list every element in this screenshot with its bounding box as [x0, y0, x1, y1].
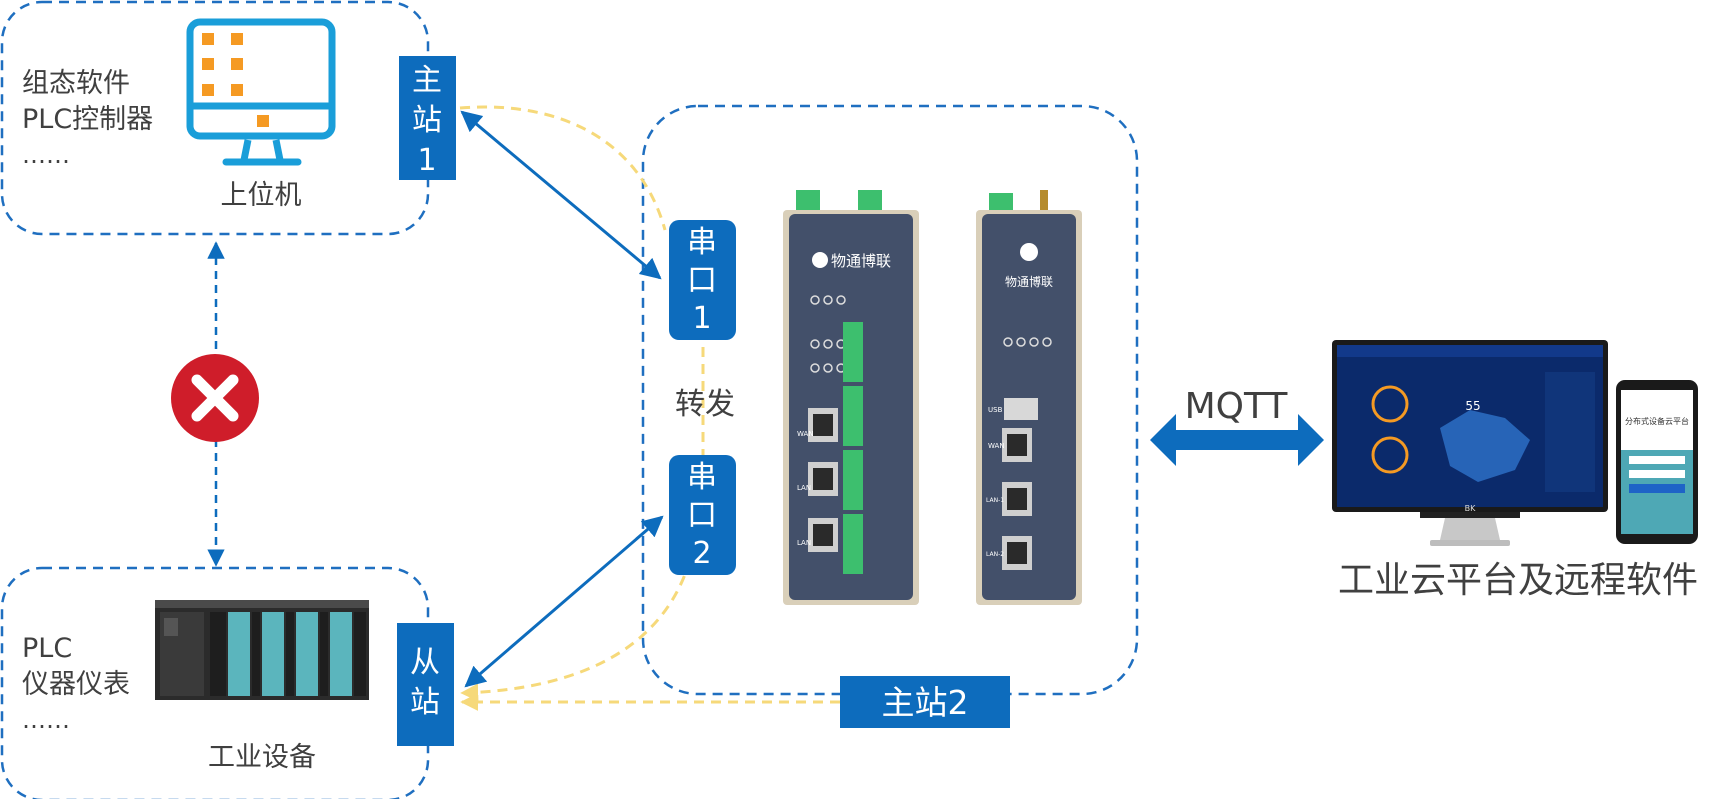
- cloud-label: 工业云平台及远程软件: [1338, 560, 1698, 601]
- error-x-icon: [171, 354, 259, 442]
- gateway1-port-wan: WAN: [797, 430, 814, 438]
- master1-char-3: 1: [417, 143, 436, 178]
- cloud-monitor: 55 BK: [1332, 340, 1608, 546]
- phone-title: 分布式设备云平台: [1625, 416, 1689, 426]
- slave-char-2: 站: [410, 685, 440, 720]
- master2-label: 主站2: [882, 683, 969, 722]
- mqtt-label: MQTT: [1185, 386, 1289, 427]
- serial1-char-3: 1: [692, 301, 711, 336]
- gateway2-port-usb: USB: [988, 406, 1003, 414]
- serial2-char-3: 2: [692, 536, 711, 571]
- host-desc-line2: PLC控制器: [22, 104, 153, 135]
- serial1-badge: [669, 220, 736, 340]
- device-label: 工业设备: [208, 742, 316, 773]
- master1-char-2: 站: [412, 103, 442, 138]
- gateway2-port-lan2: LAN-2: [986, 551, 1004, 558]
- gateway1-port-lan-b: LAN: [797, 539, 811, 547]
- master1-badge: [399, 56, 456, 180]
- device-desc-line2: 仪器仪表: [22, 669, 130, 700]
- gateway2-brand: 物通博联: [1005, 274, 1053, 289]
- flow-path-master1-to-serial1: [459, 105, 667, 231]
- serial2-char-2: 口: [687, 498, 717, 533]
- cloud-phone: 分布式设备云平台: [1616, 380, 1698, 544]
- arrow-slave-serial2: [464, 515, 664, 688]
- plc-rack-icon: [155, 600, 369, 700]
- monitor-icon: [186, 18, 336, 166]
- gateway1-brand: 物通博联: [831, 252, 891, 270]
- forward-label: 转发: [675, 387, 735, 422]
- host-desc-line3: ……: [22, 141, 70, 169]
- serial1-char-2: 口: [687, 263, 717, 298]
- host-desc-line1: 组态软件: [22, 68, 130, 99]
- gateway2-port-wan: WAN: [988, 442, 1005, 450]
- slave-char-1: 从: [410, 645, 440, 680]
- monitor-brand: BK: [1465, 504, 1476, 513]
- host-label: 上位机: [221, 180, 302, 211]
- serial2-char-1: 串: [687, 460, 717, 495]
- device-desc-line1: PLC: [22, 633, 72, 664]
- master1-char-1: 主: [412, 63, 442, 98]
- device-desc-line3: ……: [22, 706, 70, 734]
- gateway2-port-lan1: LAN-1: [986, 497, 1004, 504]
- master2-badge: [840, 676, 1010, 728]
- arrow-master1-serial1: [460, 110, 662, 280]
- mqtt-double-arrow: [1150, 414, 1324, 466]
- serial2-badge: [669, 455, 736, 575]
- gateway-device-2: 物通博联 USB WAN LAN-1 LAN-2: [976, 190, 1082, 605]
- gateway1-port-lan-a: LAN: [797, 484, 811, 492]
- slave-badge: [397, 623, 454, 746]
- cloud-map-number: 55: [1465, 399, 1480, 413]
- gateway-device-1: 物通博联 WAN LAN LAN: [783, 190, 919, 605]
- serial1-char-1: 串: [687, 225, 717, 260]
